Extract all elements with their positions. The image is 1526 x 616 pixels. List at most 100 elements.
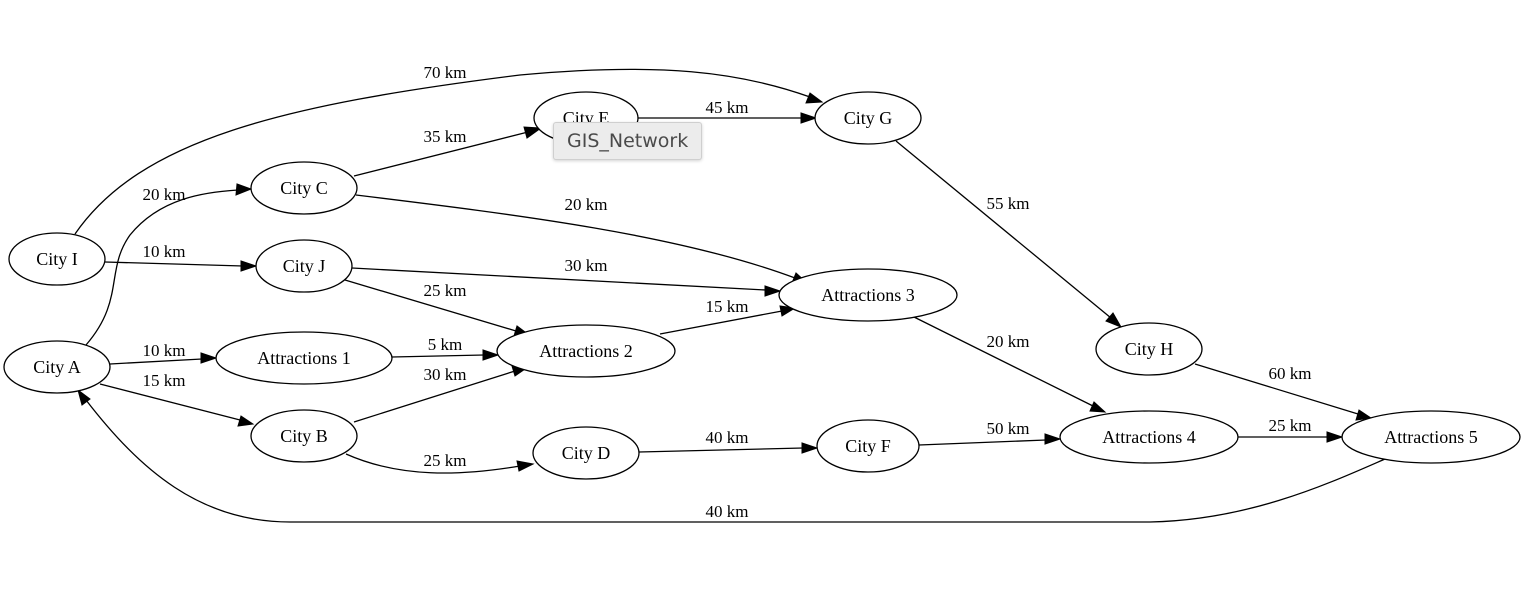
- node-city-h[interactable]: City H: [1095, 322, 1203, 376]
- edge-line: [391, 354, 485, 358]
- edge-label: 25 km: [424, 451, 467, 470]
- node-ellipse: [255, 239, 353, 293]
- edge-i-j: 10 km: [104, 242, 258, 272]
- node-attractions-5[interactable]: Attractions 5: [1341, 410, 1521, 464]
- edge-j-att3: 30 km: [351, 256, 782, 297]
- edge-label: 40 km: [706, 428, 749, 447]
- edge-line: [109, 358, 203, 365]
- node-label: Attractions 4: [1102, 427, 1195, 447]
- edge-att5-a: 40 km: [77, 388, 1386, 523]
- edge-arrowhead: [482, 349, 500, 361]
- edge-label: 20 km: [565, 195, 608, 214]
- node-city-g[interactable]: City G: [814, 91, 922, 145]
- edge-line: [85, 399, 1386, 523]
- edge-label: 15 km: [706, 297, 749, 316]
- edge-label: 20 km: [987, 332, 1030, 351]
- node-ellipse: [250, 409, 358, 463]
- node-ellipse: [1059, 410, 1239, 464]
- edge-att3-att4: 20 km: [913, 316, 1107, 413]
- edge-line: [74, 68, 811, 235]
- edge-label: 45 km: [706, 98, 749, 117]
- edge-arrowhead: [237, 415, 255, 427]
- edge-att1-att2: 5 km: [391, 335, 500, 361]
- edge-arrowhead: [1355, 409, 1373, 421]
- edge-line: [104, 261, 244, 267]
- tooltip: GIS_Network: [553, 122, 703, 160]
- edge-label: 5 km: [428, 335, 462, 354]
- node-city-d[interactable]: City D: [532, 426, 640, 480]
- edge-b-d: 25 km: [345, 451, 535, 474]
- edges-layer: 20 km 10 km 15 km 70 km 10 km 35 km 20 km 45 km…: [74, 63, 1386, 523]
- edge-d-f: 40 km: [638, 428, 819, 454]
- node-ellipse: [8, 232, 106, 286]
- edge-i-g: 70 km: [74, 63, 824, 235]
- edge-arrowhead: [523, 126, 543, 139]
- edge-g-h: 55 km: [895, 140, 1123, 328]
- edge-line: [345, 453, 521, 474]
- edge-label: 10 km: [143, 341, 186, 360]
- edge-label: 70 km: [424, 63, 467, 82]
- edge-line: [895, 140, 1112, 319]
- node-label: Attractions 1: [257, 348, 350, 368]
- node-ellipse: [778, 268, 958, 322]
- edge-b-att2: 30 km: [353, 365, 530, 423]
- edge-arrowhead: [1089, 401, 1107, 413]
- edge-line: [344, 279, 517, 332]
- edge-line: [85, 189, 239, 346]
- edge-label: 55 km: [987, 194, 1030, 213]
- edge-e-g: 45 km: [636, 98, 818, 124]
- edge-arrowhead: [801, 442, 819, 454]
- edge-h-att5: 60 km: [1194, 363, 1373, 421]
- node-attractions-2[interactable]: Attractions 2: [496, 324, 676, 378]
- edge-arrowhead: [1044, 433, 1062, 445]
- edge-att4-att5: 25 km: [1238, 416, 1344, 443]
- node-label: City I: [36, 249, 78, 269]
- node-label: City A: [33, 357, 81, 377]
- edge-arrowhead: [235, 183, 253, 196]
- node-ellipse: [215, 331, 393, 385]
- node-label: Attractions 2: [539, 341, 632, 361]
- node-label: Attractions 3: [821, 285, 914, 305]
- node-attractions-3[interactable]: Attractions 3: [778, 268, 958, 322]
- edge-line: [918, 439, 1047, 446]
- edge-arrowhead: [805, 92, 824, 104]
- edge-label: 15 km: [143, 371, 186, 390]
- node-ellipse: [532, 426, 640, 480]
- edge-line: [99, 383, 241, 421]
- edge-arrowhead: [240, 260, 258, 272]
- edge-a-c: 20 km: [85, 183, 253, 346]
- edge-label: 50 km: [987, 419, 1030, 438]
- edge-line: [353, 370, 516, 423]
- edge-a-b: 15 km: [99, 371, 255, 427]
- edge-line: [355, 194, 796, 279]
- edge-arrowhead: [516, 460, 535, 472]
- edge-c-e: 35 km: [353, 126, 543, 177]
- node-city-j[interactable]: City J: [255, 239, 353, 293]
- node-label: City C: [280, 178, 328, 198]
- edge-line: [1194, 363, 1359, 415]
- node-attractions-4[interactable]: Attractions 4: [1059, 410, 1239, 464]
- node-label: City H: [1125, 339, 1174, 359]
- edge-label: 20 km: [143, 185, 186, 204]
- node-city-b[interactable]: City B: [250, 409, 358, 463]
- node-ellipse: [250, 161, 358, 215]
- edge-label: 10 km: [143, 242, 186, 261]
- node-ellipse: [1341, 410, 1521, 464]
- edge-label: 30 km: [565, 256, 608, 275]
- edge-label: 25 km: [1269, 416, 1312, 435]
- node-city-f[interactable]: City F: [816, 419, 920, 473]
- edge-label: 35 km: [424, 127, 467, 146]
- node-city-c[interactable]: City C: [250, 161, 358, 215]
- node-city-i[interactable]: City I: [8, 232, 106, 286]
- edge-att2-att3: 15 km: [659, 297, 797, 335]
- edge-line: [638, 447, 804, 453]
- node-attractions-1[interactable]: Attractions 1: [215, 331, 393, 385]
- edge-label: 25 km: [424, 281, 467, 300]
- edge-line: [913, 316, 1094, 407]
- node-label: Attractions 5: [1384, 427, 1477, 447]
- node-city-a[interactable]: City A: [3, 340, 111, 394]
- edge-label: 40 km: [706, 502, 749, 521]
- node-label: City J: [283, 256, 326, 276]
